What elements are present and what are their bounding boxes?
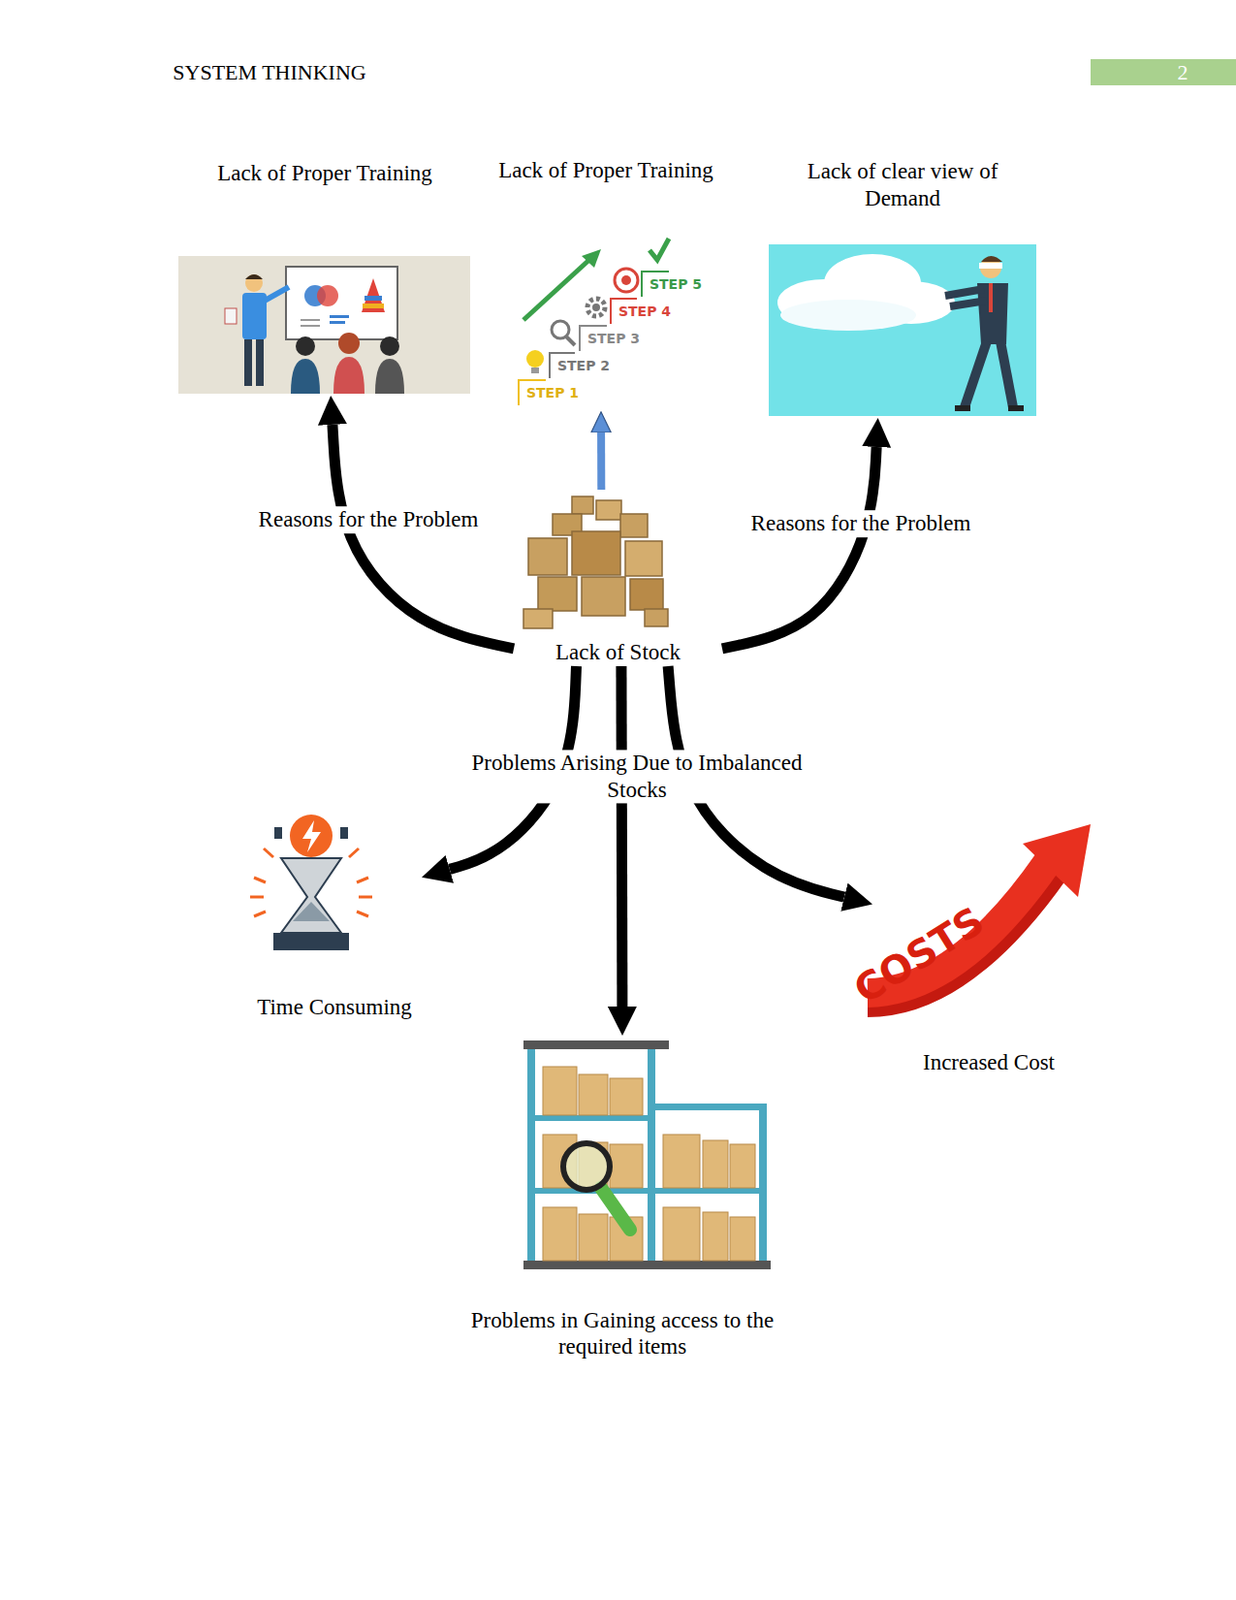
node-caption: Lack of Proper Training: [498, 157, 714, 185]
picture-node: Problems in Gaining access to the requir…: [446, 1035, 798, 1361]
node-caption: Lack of clear view of Demand: [791, 158, 1015, 212]
boxes-illustration: [523, 496, 668, 629]
cause-arrow: [597, 432, 605, 490]
node-caption: Lack of Proper Training: [217, 159, 433, 188]
step-label: STEP 3: [583, 330, 644, 348]
flow-arrow: [332, 424, 514, 649]
picture-node: Lack of clear view of Demand: [765, 158, 1040, 418]
training-illustration: [178, 255, 471, 394]
page-header: 2: [1173, 60, 1193, 86]
step-label: STEP 4: [614, 303, 675, 320]
node-caption: Increased Cost: [922, 1048, 1055, 1077]
steps-illustration: [518, 238, 669, 406]
picture-node: Lack of Proper Training: [174, 159, 476, 396]
node-caption: Problems in Gaining access to the requir…: [452, 1306, 793, 1361]
page-header: SYSTEM THINKING: [168, 60, 370, 86]
arrow-group-label: Reasons for the Problem: [747, 509, 976, 538]
flow-arrow: [615, 665, 628, 1007]
page-number-bar: [1090, 59, 1236, 86]
node-caption: Lack of Stock: [555, 638, 681, 666]
step-label: STEP 5: [645, 276, 706, 293]
node-caption: Time Consuming: [256, 993, 412, 1021]
picture-node: Lack of Stock: [513, 489, 723, 666]
picture-node: Time Consuming: [247, 799, 422, 1021]
arrow-group-label: Reasons for the Problem: [254, 506, 483, 534]
arrow-group-label: Problems Arising Due to Imbalanced Stock…: [448, 749, 825, 803]
shelf-illustration: [523, 1040, 771, 1269]
flow-arrow: [722, 446, 877, 649]
demand-illustration: [768, 244, 1037, 416]
hourglass-illustration: [250, 814, 373, 951]
step-label: STEP 2: [553, 357, 614, 375]
step-label: STEP 1: [522, 384, 583, 402]
